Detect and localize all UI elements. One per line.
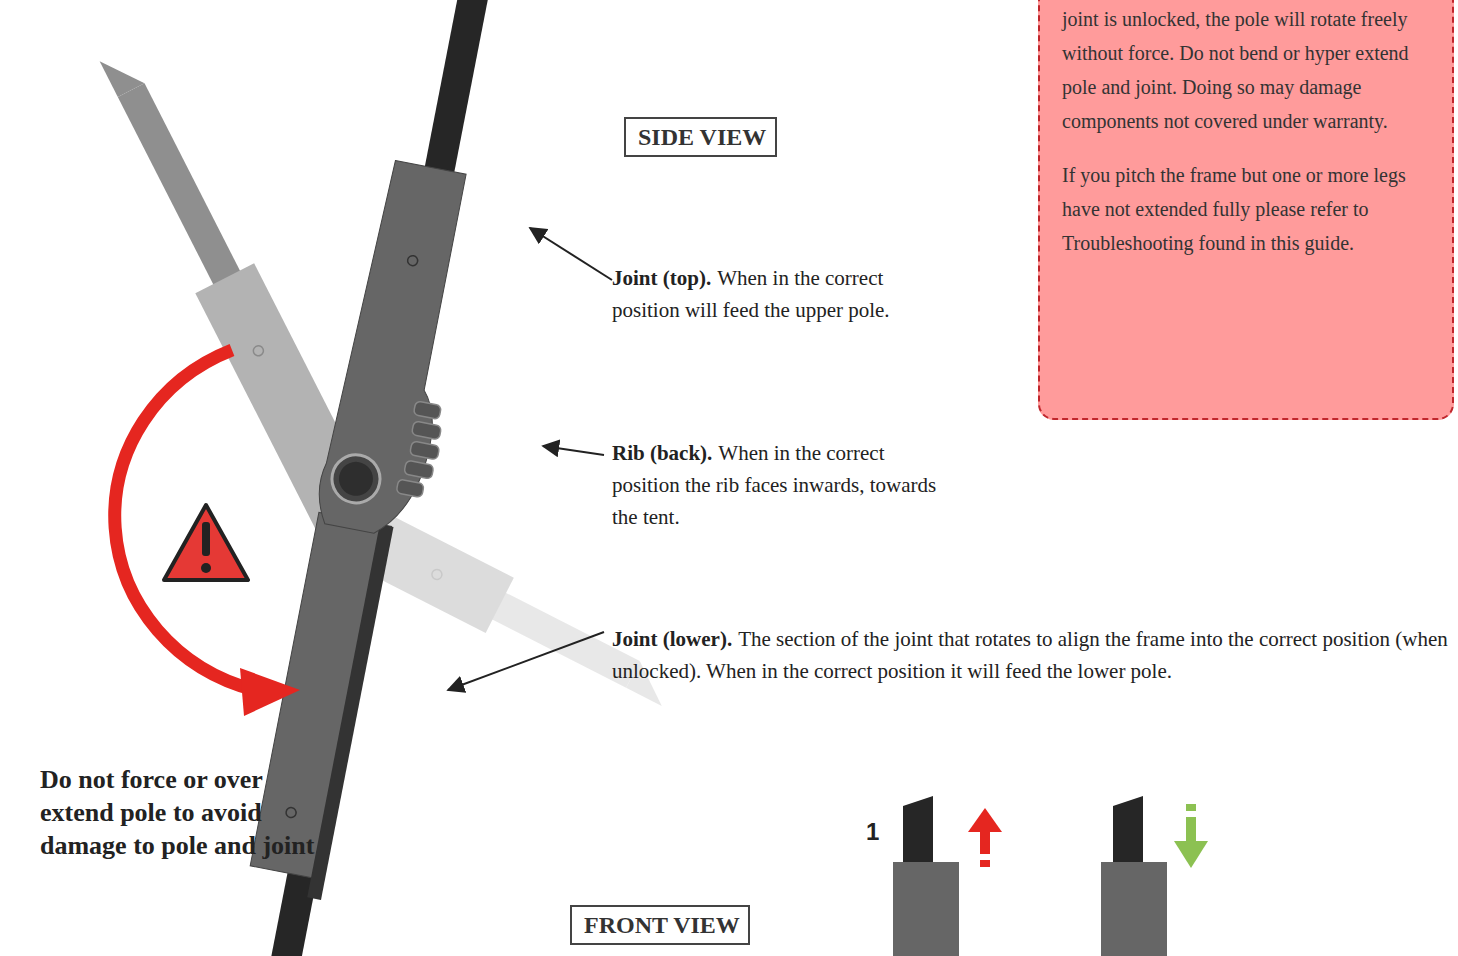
callout: Rib (back).When in the correct position … [612, 437, 942, 533]
callout: Joint (top).When in the correct position… [612, 262, 932, 326]
up-arrow [968, 808, 1002, 867]
callout-number: 1 [866, 818, 896, 846]
node-text: SIDE VIEW [638, 122, 771, 152]
rib [396, 400, 447, 499]
node-text: If you pitch the frame but one or more l… [1062, 158, 1436, 260]
label-heading: Joint (top). [612, 266, 711, 290]
view-label: SIDE VIEW [624, 117, 777, 157]
leader-line [530, 228, 612, 280]
leader-line [543, 446, 604, 455]
rotation-arrow [115, 350, 300, 716]
pole-joint [219, 0, 541, 956]
label-heading: Rib (back). [612, 441, 712, 465]
callout: Joint (lower).The section of the joint t… [612, 623, 1452, 687]
leader-line [448, 632, 604, 690]
front-pole [1101, 796, 1167, 956]
warning-box: joint is unlocked, the pole will rotate … [1038, 0, 1454, 420]
label-heading: Do not force or over extend pole to avoi… [40, 765, 314, 860]
warning-symbol [164, 505, 248, 580]
label-heading: Joint (lower). [612, 627, 732, 651]
front-pole [893, 796, 959, 956]
label-heading: 1 [866, 818, 879, 845]
view-label: FRONT VIEW [570, 905, 750, 945]
node-text: joint is unlocked, the pole will rotate … [1062, 2, 1436, 138]
warning-note: Do not force or over extend pole to avoi… [40, 763, 330, 862]
node-text: FRONT VIEW [584, 910, 744, 940]
down-arrow [1174, 804, 1208, 868]
label-text: The section of the joint that rotates to… [612, 627, 1448, 683]
